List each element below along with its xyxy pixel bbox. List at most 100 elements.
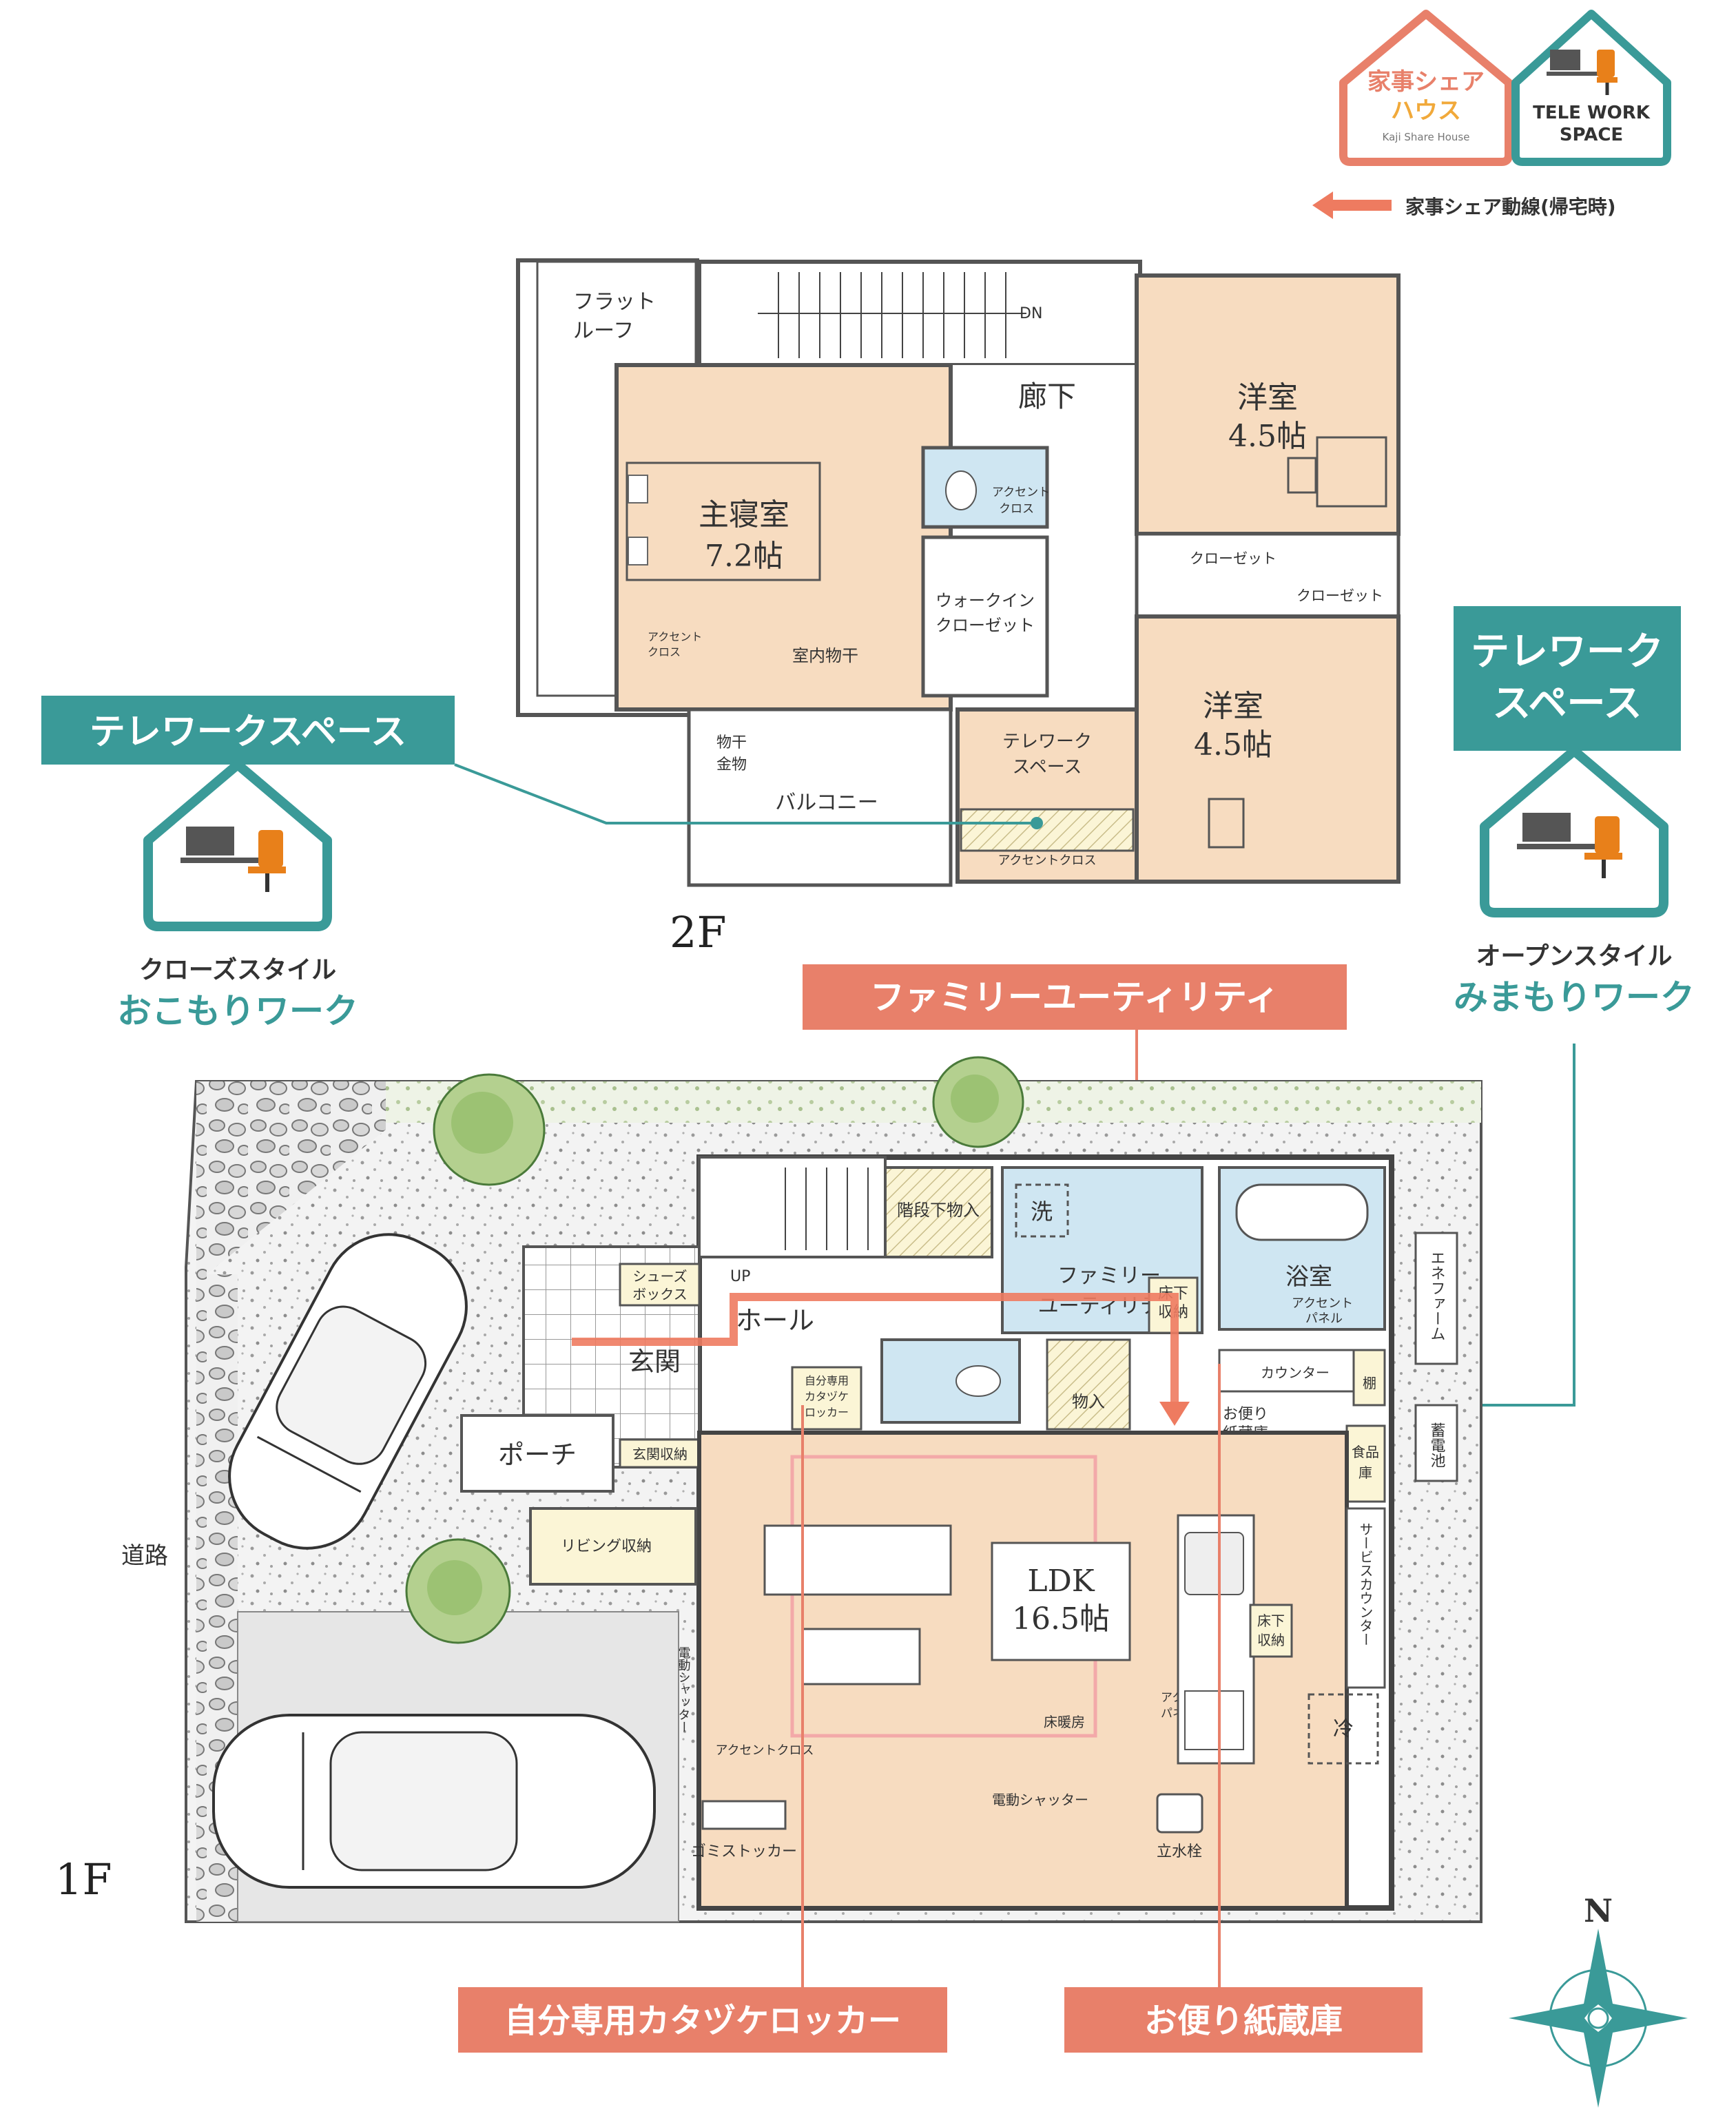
shelf-label: 棚: [1363, 1375, 1376, 1391]
storage-label: 物入: [1072, 1392, 1105, 1411]
flat-roof-label-2: ルーフ: [573, 319, 634, 343]
kaji-badge-line2: ハウス: [1391, 97, 1461, 125]
toilet-accent-2: クロス: [999, 502, 1034, 516]
closets-2f: [1135, 532, 1401, 619]
locker-callout: 自分専用カタヅケロッカー: [458, 1987, 947, 2053]
fridge: [1308, 1693, 1379, 1765]
telework-right-banner: [1454, 606, 1681, 751]
fridge-label: 冷: [1333, 1717, 1354, 1741]
porch-label: ポーチ: [498, 1440, 577, 1470]
shelf: [1352, 1349, 1386, 1407]
family-utility-callout-label: ファミリーユーティリティ: [870, 977, 1279, 1017]
paper-storage-label-1: お便り: [1223, 1406, 1268, 1423]
indoor-drying-label: 室内物干: [792, 646, 858, 665]
toilet-accent-1: アクセント: [992, 486, 1050, 499]
floor1-label: 1F: [55, 1854, 112, 1905]
master-accent-1: アクセント: [648, 630, 702, 643]
locker-label-2: カタヅケ: [805, 1390, 849, 1403]
close-style-label: クローズスタイル: [139, 955, 336, 984]
bath-accent-2: パネル: [1305, 1311, 1343, 1326]
shutter-bottom-label: 電動シャッター: [992, 1792, 1088, 1808]
paper-storage-callout: お便り紙蔵庫: [1064, 1987, 1423, 2053]
telework-room-label-1: テレワーク: [1002, 732, 1092, 752]
ldk-size: 16.5帖: [1012, 1601, 1110, 1637]
bath-accent-1: アクセント: [1292, 1296, 1353, 1311]
underfloor-b-1: 床下: [1257, 1612, 1285, 1629]
corridor-label: 廊下: [1018, 380, 1076, 413]
locker-callout-label: 自分専用カタヅケロッカー: [504, 2002, 901, 2040]
okomori-label: おこもりワーク: [117, 991, 358, 1031]
genkan-storage-label: 玄関収納: [632, 1446, 688, 1462]
counter-label: カウンター: [1261, 1365, 1330, 1381]
underfloor-storage-a: [1148, 1276, 1199, 1334]
drying-rack-1: 物干: [716, 734, 747, 751]
western-top-size: 4.5帖: [1228, 419, 1307, 454]
flat-roof-label-1: フラット: [573, 290, 656, 314]
road-label: 道路: [121, 1542, 168, 1570]
telework-desk: [960, 808, 1135, 852]
stove: [1184, 1690, 1244, 1750]
walkin-closet: [921, 535, 1049, 698]
living-storage-label: リビング収納: [561, 1538, 652, 1555]
enefarm-label: エネファーム: [1428, 1250, 1445, 1341]
up-label: UP: [730, 1268, 750, 1285]
telework-callout-left: テレワークスペース クローズスタイル おこもりワーク: [41, 696, 1037, 1031]
toilet-2f: [921, 446, 1049, 529]
enefarm: [1414, 1232, 1458, 1365]
wash-label: 洗: [1031, 1199, 1053, 1225]
locker-banner: [458, 1987, 947, 2053]
western-bottom-label: 洋室: [1203, 689, 1263, 724]
ldk-label: LDK: [1027, 1564, 1095, 1599]
stairs-1f: [698, 1156, 887, 1258]
locker-label-3: ロッカー: [805, 1406, 849, 1419]
shoes-box-label-2: ボックス: [632, 1286, 687, 1303]
second-floor-plan: フラット ルーフ DN 廊下 主寝室 7.2帖 室内物干 アクセント クロス ア…: [516, 258, 1401, 957]
western-top-label: 洋室: [1237, 380, 1298, 415]
shutter-side-label: 電動シャッター: [676, 1646, 691, 1733]
walkin-label-1: ウォークイン: [936, 591, 1035, 610]
floor-heating-label: 床暖房: [1044, 1714, 1085, 1730]
pantry-label-1: 食品: [1352, 1444, 1379, 1460]
dn-label: DN: [1020, 305, 1042, 322]
master-bedroom-size: 7.2帖: [705, 539, 783, 574]
kitchen-sink: [1184, 1532, 1244, 1595]
master-accent-2: クロス: [648, 645, 681, 658]
western-room-bottom: [1135, 614, 1401, 884]
master-bed: [626, 461, 821, 581]
garbage-stocker: [701, 1800, 787, 1830]
faucet-label: 立水栓: [1157, 1843, 1202, 1860]
shoes-box-label-1: シューズ: [633, 1268, 688, 1285]
sofa: [763, 1524, 952, 1596]
hall-label: ホール: [736, 1305, 814, 1336]
bathtub: [1235, 1183, 1369, 1241]
storage-battery: [1414, 1404, 1458, 1482]
telework-right-label-2: スペース: [1492, 681, 1642, 726]
western-room-top: [1135, 273, 1401, 536]
car-icon-top: [228, 1233, 468, 1550]
shoes-box: [619, 1263, 701, 1307]
desk-chair-icon: [1547, 50, 1618, 95]
car-icon-bottom: [212, 1714, 656, 1889]
battery-label: 蓄電池: [1428, 1422, 1446, 1468]
share-flow-arrowhead: [1159, 1402, 1190, 1426]
compass-icon: N: [1509, 1892, 1688, 2108]
open-style-house-icon: [1480, 746, 1668, 917]
telework-left-label: テレワークスペース: [90, 712, 406, 753]
open-style-label: オープンスタイル: [1476, 942, 1672, 971]
western-bottom-size: 4.5帖: [1194, 727, 1272, 762]
service-counter: [1345, 1507, 1386, 1689]
pantry: [1345, 1424, 1386, 1503]
telework-space-room: [955, 707, 1139, 884]
compass-north-label: N: [1584, 1892, 1613, 1929]
porch: [460, 1414, 614, 1493]
balcony: [687, 707, 953, 887]
stair-storage-label: 階段下物入: [897, 1201, 980, 1220]
stair-storage: [884, 1166, 993, 1258]
family-utility-label-1: ファミリー: [1057, 1264, 1161, 1288]
balcony-label: バルコニー: [775, 791, 878, 815]
mimamori-label: みまもりワーク: [1454, 977, 1695, 1017]
kaji-share-house-badge: 家事シェア ハウス Kaji Share House: [1339, 10, 1513, 166]
first-floor-plan: UP 階段下物入 洗 ファミリー ユーティリティ 床下 収納 浴室 アクセント …: [55, 1056, 1482, 1923]
genkan-label: 玄関: [628, 1347, 681, 1377]
